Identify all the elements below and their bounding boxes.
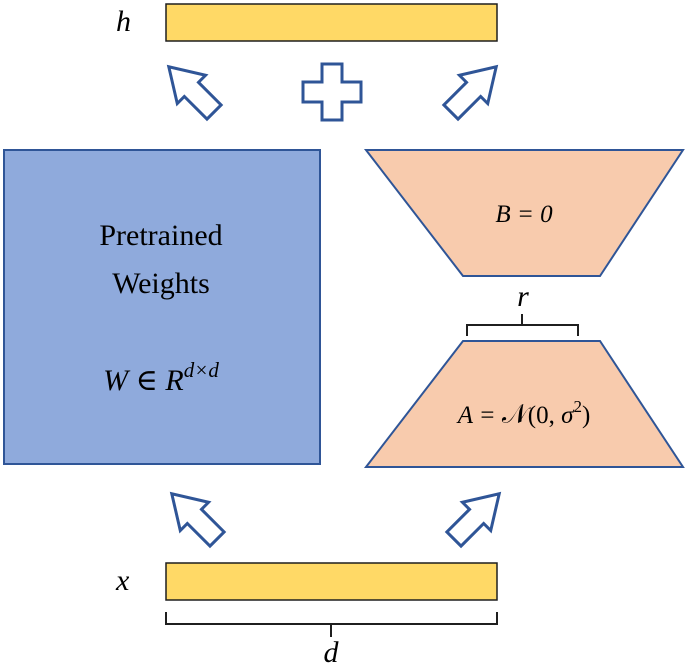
plus-icon bbox=[301, 62, 363, 122]
matrix-A-symbol: A = bbox=[456, 402, 502, 429]
pretrained-label-line1: Pretrained bbox=[99, 219, 222, 252]
input-label-x: x bbox=[115, 564, 130, 597]
output-label-h: h bbox=[116, 5, 131, 38]
normal-dist-close: ) bbox=[582, 402, 590, 429]
dimension-brace bbox=[165, 612, 498, 637]
lora-matrix-A bbox=[363, 340, 685, 468]
sigma-superscript: 2 bbox=[573, 397, 582, 416]
arrow-icon-bottom-left bbox=[169, 491, 227, 549]
dimension-label-d: d bbox=[324, 636, 340, 668]
arrow-icon-top-right bbox=[441, 64, 499, 122]
input-vector-x bbox=[165, 562, 498, 601]
pretrained-label-line2: Weights bbox=[112, 267, 210, 300]
rank-label-r: r bbox=[517, 280, 529, 313]
output-vector-h bbox=[165, 3, 498, 42]
weight-symbol-W: W bbox=[103, 364, 131, 397]
element-of-symbol: ∈ bbox=[128, 364, 165, 397]
rank-brace bbox=[466, 314, 579, 336]
arrow-icon-bottom-right bbox=[444, 491, 502, 549]
pretrained-weights-block bbox=[3, 149, 321, 465]
weight-matrix-formula: W ∈ Rd×d bbox=[103, 358, 219, 397]
matrix-B-init-label: B = 0 bbox=[495, 201, 553, 228]
real-space-symbol: R bbox=[164, 364, 183, 397]
sigma-symbol: σ bbox=[561, 402, 575, 429]
matrix-A-init-label: A = 𝒩(0, σ2) bbox=[456, 397, 591, 429]
normal-dist-args: (0, bbox=[528, 402, 561, 429]
normal-dist-symbol: 𝒩 bbox=[502, 399, 532, 429]
arrow-icon-top-left bbox=[166, 64, 224, 122]
dimension-superscript: d×d bbox=[184, 358, 220, 382]
lora-matrix-B bbox=[363, 149, 685, 277]
